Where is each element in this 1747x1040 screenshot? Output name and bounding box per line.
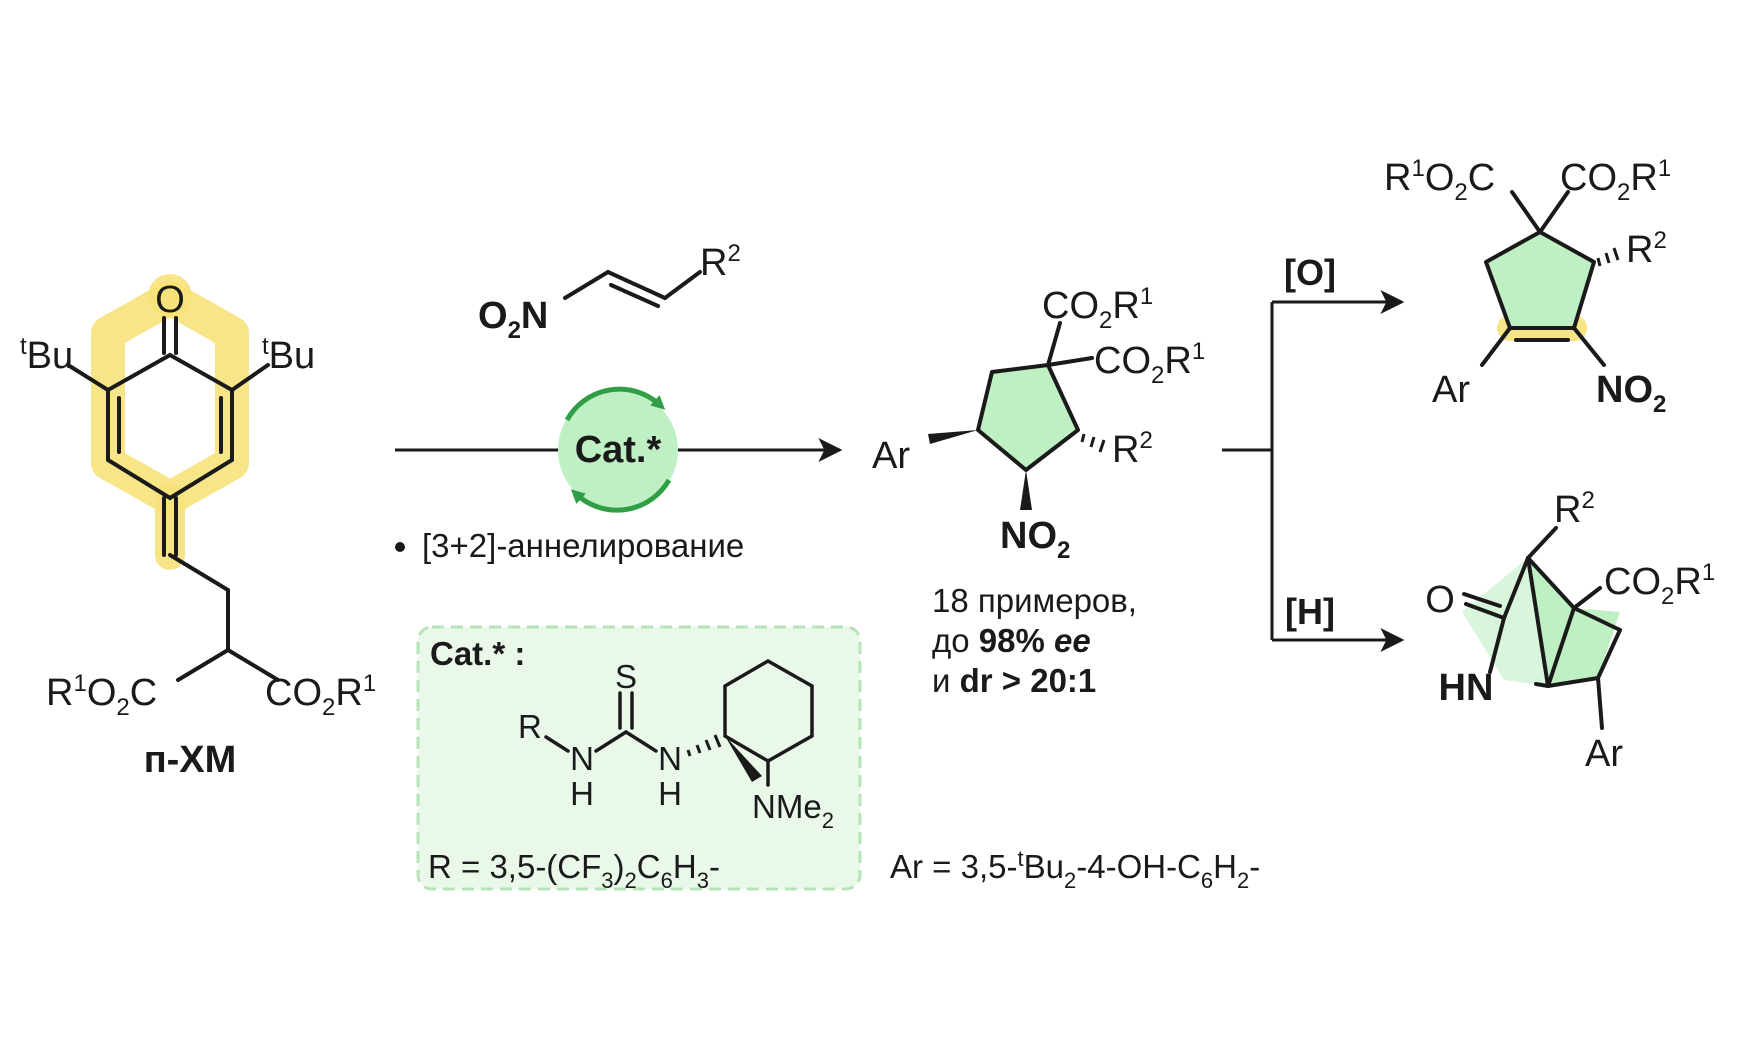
product-ester-top: CO2R1 [1042, 283, 1153, 334]
catalyst-nh-2: N [658, 740, 682, 777]
ester-right-label: CO2R1 [265, 670, 376, 721]
ester-left-label: R1O2C [46, 670, 157, 721]
catalyst-sulfur: S [615, 658, 637, 695]
oxidation-ester-right: CO2R1 [1560, 155, 1671, 206]
tbu-left-label: tBu [20, 333, 73, 377]
oxidation-r2: R2 [1626, 227, 1667, 271]
product-r2: R2 [1112, 427, 1153, 471]
cyclopentene-product: R1O2C CO2R1 R2 Ar NO2 [1384, 155, 1671, 418]
scope-line-3: и dr > 20:1 [932, 662, 1096, 699]
reaction-note: [3+2]-аннелирование [422, 527, 744, 564]
reduction-r2: R2 [1554, 487, 1595, 531]
catalyst-badge-text: Cat.* [575, 429, 662, 471]
reduction-ar: Ar [1585, 733, 1623, 775]
catalyst-h-2: H [658, 775, 682, 812]
product-ester-mid: CO2R1 [1094, 338, 1205, 389]
scope-line-2: до 98% ee [932, 622, 1091, 659]
branch-arrows [1222, 290, 1405, 652]
catalyst-h-1: H [570, 775, 594, 812]
reduction-nh: HN [1439, 667, 1494, 709]
oxidation-ester-left: R1O2C [1384, 155, 1495, 206]
cyclopentane-product: CO2R1 CO2R1 Ar R2 NO2 [872, 283, 1205, 564]
oxidation-condition: [O] [1284, 252, 1336, 293]
nitroalkene-reagent: O2N R2 [478, 240, 741, 344]
catalyst-cycle-badge: Cat.* [558, 386, 678, 513]
conjugation-highlight [91, 281, 249, 515]
reduction-ester: CO2R1 [1604, 559, 1715, 610]
reduction-condition: [H] [1285, 591, 1335, 632]
scope-summary: 18 примеров, до 98% ee и dr > 20:1 [932, 582, 1137, 699]
ar-definition: Ar = 3,5-tBu2-4-OH-C6H2- [890, 846, 1260, 893]
product-nitro: NO2 [1000, 515, 1070, 564]
catalyst-r-label: R [518, 708, 542, 745]
para-quinone-methide: O tBu tBu R1O2C CO2R1 п-ХМ [20, 274, 376, 781]
catalyst-nh-1: N [570, 740, 594, 777]
product-ar: Ar [872, 435, 910, 477]
reagent-r2-label: R2 [700, 240, 741, 284]
oxidation-nitro: NO2 [1596, 369, 1666, 418]
tbu-right-label: tBu [262, 333, 315, 377]
reduction-oxygen: O [1425, 579, 1455, 621]
scope-line-1: 18 примеров, [932, 582, 1137, 619]
bicyclic-lactam-product: R2 O CO2R1 HN Ar [1425, 487, 1715, 775]
catalyst-box-heading: Cat.* : [430, 635, 525, 672]
pqm-label: п-ХМ [144, 739, 237, 781]
nitro-group-label: O2N [478, 295, 548, 344]
carbonyl-oxygen: O [155, 279, 185, 321]
oxidation-ar: Ar [1432, 369, 1470, 411]
bullet-icon [395, 542, 405, 552]
catalyst-structure-box: Cat.* : S R N H N H NMe2 R = 3,5-(CF3)2C… [416, 625, 862, 893]
